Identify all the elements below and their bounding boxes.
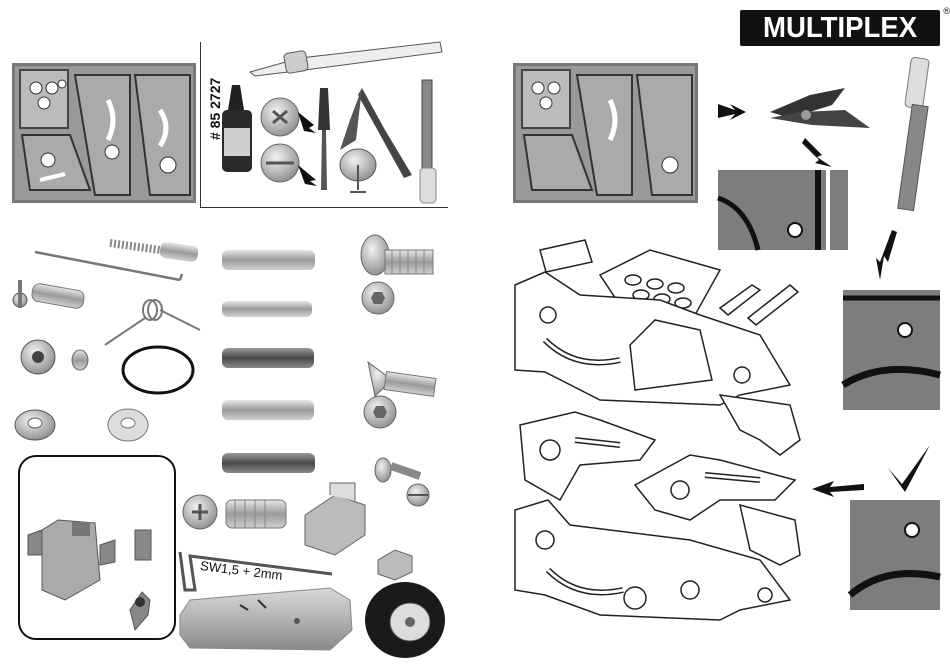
grub-screw: [72, 350, 88, 370]
threaded-coupler: [110, 241, 199, 262]
frame-arm-left: [520, 412, 655, 500]
mount-bracket: [305, 483, 365, 555]
tube-1: [222, 250, 315, 270]
soldering-iron: [250, 42, 442, 76]
frame-arm-right: [635, 455, 795, 520]
tube-5: [222, 453, 315, 473]
zoom-photo-filed: [843, 290, 940, 410]
etched-plate-photo-right: [513, 63, 698, 203]
cutting-disc: [340, 149, 376, 192]
check-mark-icon: [888, 445, 930, 492]
zoom-photo-cut: [718, 170, 848, 250]
arrow-icon: [298, 112, 317, 186]
screwdriver: [318, 88, 330, 190]
button-head-screw: [361, 235, 433, 314]
servo: [28, 520, 151, 630]
etched-plate-photo-left: [12, 63, 196, 203]
collet: [21, 340, 55, 374]
arrow-icon: [876, 230, 897, 280]
frame-hook-top: [720, 395, 800, 455]
zoom-photo-finished: [850, 500, 940, 610]
file-tool: [420, 80, 436, 203]
tubes: [222, 250, 315, 473]
side-cutters-right: [770, 88, 870, 128]
small-slotted-screw: [375, 458, 429, 506]
glue-part-number: # 85 2727: [207, 78, 223, 140]
small-plate-1: [540, 240, 592, 272]
frame-parts-exploded: [515, 240, 800, 620]
arrow-icon: [812, 481, 864, 497]
torsion-spring: [105, 300, 200, 345]
slotted-screw-top: [261, 144, 299, 182]
countersunk-screw: [364, 362, 436, 428]
washer-small: [15, 410, 55, 440]
wheel: [365, 582, 445, 658]
round-head-screw-top: [261, 98, 299, 136]
tube-2: [222, 301, 312, 317]
pushrod: [35, 252, 182, 280]
cowling: [180, 588, 352, 650]
ball-link: [13, 280, 85, 309]
arrow-icon: [718, 104, 746, 120]
glue-bottle: [222, 85, 252, 172]
small-clip: [378, 550, 412, 580]
tube-4: [222, 400, 314, 420]
tube-3: [222, 348, 314, 368]
phillips-screw: [183, 495, 286, 529]
link-strip-1: [720, 285, 760, 315]
washer-large: [108, 409, 148, 441]
arrow-icon: [802, 138, 832, 167]
frame-hook-bottom: [740, 505, 800, 565]
o-ring: [123, 347, 193, 393]
file-tool-right: [898, 57, 930, 211]
